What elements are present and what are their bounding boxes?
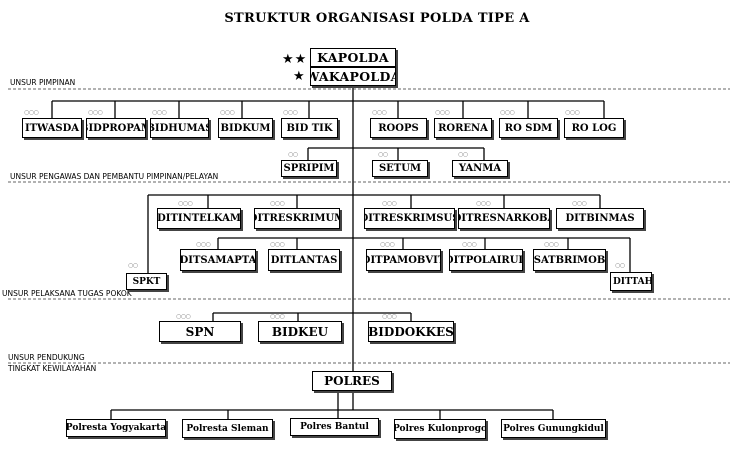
rank-pip-icon: ○○○ — [196, 241, 211, 248]
unit-ditreskrimum: DITRESKRIMUM — [254, 208, 340, 229]
wakapolda-box: WAKAPOLDA — [310, 67, 396, 86]
unit-bidkeu: BIDKEU — [258, 321, 342, 342]
unit-roops: ROOPS — [370, 118, 427, 138]
section-label-kewilayahan: TINGKAT KEWILAYAHAN — [8, 364, 97, 373]
regional-polresta-yogyakarta: Polresta Yogyakarta — [66, 419, 166, 437]
unit-rolog: RO LOG — [564, 118, 624, 138]
regional-polres-bantul: Polres Bantul — [290, 418, 379, 436]
unit-satbrimob: SATBRIMOB — [533, 249, 606, 271]
rank-pip-icon: ○○○ — [152, 109, 167, 116]
star-icon: ★ — [293, 69, 306, 84]
section-label-pendukung: UNSUR PENDUKUNG — [8, 353, 85, 362]
regional-polres-gunungkidul: Polres Gunungkidul — [501, 419, 606, 438]
rank-pip-icon: ○○○ — [500, 109, 515, 116]
unit-dittahti: DITTAHTI — [610, 272, 652, 291]
rank-pip-icon: ○○○ — [435, 109, 450, 116]
rank-pip-icon: ○○○ — [572, 200, 587, 207]
unit-ditlantas: DITLANTAS — [268, 249, 340, 271]
unit-setum: SETUM — [372, 160, 428, 177]
unit-ditbinmas: DITBINMAS — [556, 208, 644, 229]
rank-pip-icon: ○○○ — [270, 313, 285, 320]
unit-ditresnarkoba: DITRESNARKOBA — [458, 208, 550, 229]
unit-spkt: SPKT — [126, 273, 167, 290]
rank-pip-icon: ○○ — [615, 262, 625, 269]
rank-pip-icon: ○○○ — [462, 241, 477, 248]
rank-pip-icon: ○○○ — [24, 109, 39, 116]
unit-polres: POLRES — [312, 371, 392, 391]
unit-biddokkes: BIDDOKKES — [368, 321, 454, 342]
unit-ditreskrimsus: DITRESKRIMSUS — [364, 208, 455, 229]
rank-pip-icon: ○○○ — [283, 109, 298, 116]
unit-bidpropam: BIDPROPAM — [86, 118, 146, 138]
unit-bidkum: BIDKUM — [218, 118, 273, 138]
kapolda-box: KAPOLDA — [310, 48, 396, 67]
double-star-icon: ★★ — [282, 52, 308, 67]
unit-yanma: YANMA — [452, 160, 508, 177]
section-label-pimpinan: UNSUR PIMPINAN — [10, 78, 76, 87]
rank-pip-icon: ○○○ — [176, 313, 191, 320]
rank-pip-icon: ○○ — [378, 151, 388, 158]
unit-ditpolairud: DITPOLAIRUD — [449, 249, 523, 271]
rank-pip-icon: ○○○ — [88, 109, 103, 116]
unit-bidtik: BID TIK — [281, 118, 338, 138]
rank-pip-icon: ○○○ — [270, 200, 285, 207]
rank-pip-icon: ○○○ — [270, 241, 285, 248]
regional-polres-kulonprogo: Polres Kulonprogo — [394, 419, 486, 439]
rank-pip-icon: ○○ — [288, 151, 298, 158]
chart-title: STRUKTUR ORGANISASI POLDA TIPE A — [224, 11, 530, 26]
rank-pip-icon: ○○ — [458, 151, 468, 158]
unit-ditsamapta: DITSAMAPTA — [180, 249, 256, 271]
unit-ditintelkam: DITINTELKAM — [157, 208, 241, 229]
rank-pip-icon: ○○○ — [372, 109, 387, 116]
unit-spn: SPN — [159, 321, 241, 342]
rank-pip-icon: ○○ — [128, 262, 138, 269]
unit-spripim: SPRIPIM — [281, 160, 337, 177]
unit-rosdm: RO SDM — [499, 118, 558, 138]
rank-pip-icon: ○○○ — [178, 200, 193, 207]
unit-itwasda: ITWASDA — [22, 118, 82, 138]
unit-bidhumas: BIDHUMAS — [150, 118, 209, 138]
rank-pip-icon: ○○○ — [220, 109, 235, 116]
section-label-pelaksana: UNSUR PELAKSANA TUGAS POKOK — [2, 289, 132, 298]
unit-rorena: RORENA — [434, 118, 492, 138]
rank-pip-icon: ○○○ — [565, 109, 580, 116]
section-label-pengawas: UNSUR PENGAWAS DAN PEMBANTU PIMPINAN/PEL… — [10, 172, 219, 181]
rank-pip-icon: ○○○ — [380, 241, 395, 248]
rank-pip-icon: ○○○ — [382, 200, 397, 207]
rank-pip-icon: ○○○ — [382, 313, 397, 320]
rank-pip-icon: ○○○ — [544, 241, 559, 248]
unit-ditpamobvit: DITPAMOBVIT — [366, 249, 441, 271]
rank-pip-icon: ○○○ — [476, 200, 491, 207]
regional-polresta-sleman: Polresta Sleman — [182, 419, 273, 438]
